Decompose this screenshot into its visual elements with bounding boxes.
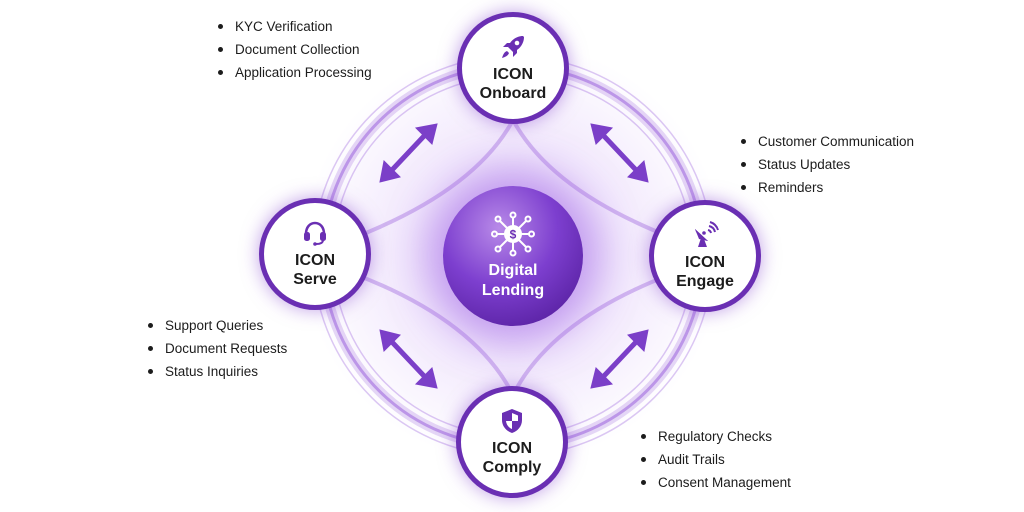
headset-icon [304, 221, 326, 246]
node-serve: ICON Serve [259, 198, 371, 310]
list-item: Customer Communication [738, 130, 914, 153]
node-comply-line1: ICON [492, 440, 532, 457]
list-item: Document Collection [215, 38, 372, 61]
node-engage-line2: Engage [676, 273, 734, 290]
list-item: KYC Verification [215, 15, 372, 38]
hub-title-line2: Lending [481, 282, 545, 299]
satellite-dish-icon [695, 221, 719, 247]
hub-digital-lending: $ Digital Lending [443, 186, 583, 326]
engage-features-list: Customer Communication Status Updates Re… [738, 130, 914, 199]
list-item: Document Requests [145, 337, 287, 360]
node-onboard: ICON Onboard [457, 12, 569, 124]
dollar-network-icon: $ [491, 211, 535, 257]
list-item: Support Queries [145, 314, 287, 337]
comply-features-list: Regulatory Checks Audit Trails Consent M… [638, 425, 791, 494]
hub-title-line1: Digital [488, 262, 538, 279]
onboard-features-list: KYC Verification Document Collection App… [215, 15, 372, 84]
node-onboard-line2: Onboard [479, 85, 547, 102]
svg-text:$: $ [510, 228, 517, 242]
node-engage-line1: ICON [685, 254, 725, 271]
node-engage: ICON Engage [649, 200, 761, 312]
arrow-engage-comply [590, 329, 649, 389]
list-item: Audit Trails [638, 448, 791, 471]
list-item: Reminders [738, 176, 914, 199]
node-serve-line1: ICON [295, 252, 335, 269]
node-comply: ICON Comply [456, 386, 568, 498]
serve-features-list: Support Queries Document Requests Status… [145, 314, 287, 383]
node-onboard-line1: ICON [493, 66, 533, 83]
list-item: Status Inquiries [145, 360, 287, 383]
node-serve-line2: Serve [293, 271, 337, 288]
list-item: Status Updates [738, 153, 914, 176]
arrow-onboard-serve [379, 123, 438, 183]
list-item: Regulatory Checks [638, 425, 791, 448]
shield-icon [502, 409, 522, 433]
list-item: Consent Management [638, 471, 791, 494]
list-item: Application Processing [215, 61, 372, 84]
node-comply-line2: Comply [482, 459, 542, 476]
rocket-icon [502, 36, 524, 58]
arrow-serve-comply [379, 329, 438, 389]
arrow-onboard-engage [590, 123, 649, 183]
